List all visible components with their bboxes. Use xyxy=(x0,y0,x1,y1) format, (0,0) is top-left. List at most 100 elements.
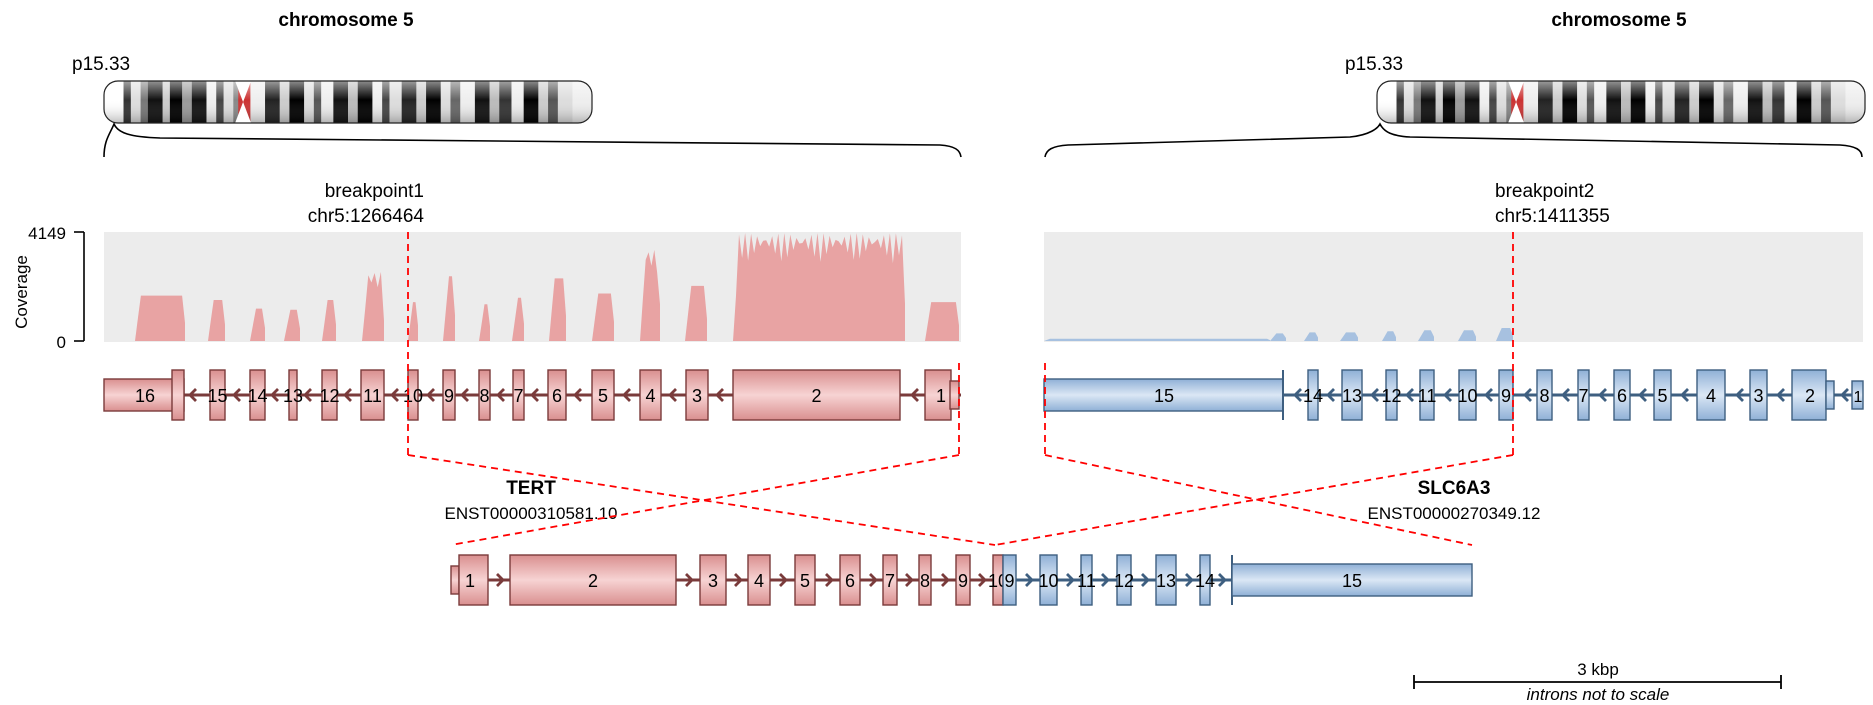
tert-exon-16 xyxy=(171,369,185,421)
right-chromosome-ideogram xyxy=(1376,80,1866,124)
fusion-tert-exon-1-label: 1 xyxy=(465,571,475,591)
tert-exon-2 xyxy=(732,369,901,421)
tert-exon-12-label: 12 xyxy=(319,386,339,406)
left-chromosome-ideogram xyxy=(103,80,593,124)
slc6a3-exon-11 xyxy=(1419,369,1435,421)
slc6a3-transcript-id: ENST00000270349.12 xyxy=(1368,504,1541,523)
fusion-tert-exon-4-label: 4 xyxy=(754,571,764,591)
tert-exon-14 xyxy=(249,369,266,421)
fusion-tert-exon-3-label: 3 xyxy=(708,571,718,591)
fusion-slc6a3-exon-9 xyxy=(1002,554,1017,606)
slc6a3-exon-10-label: 10 xyxy=(1457,386,1477,406)
slc6a3-exon-2 xyxy=(1791,369,1827,421)
slc6a3-exon-13-label: 13 xyxy=(1342,386,1362,406)
tert-transcript-id: ENST00000310581.10 xyxy=(445,504,618,523)
slc6a3-exon-4 xyxy=(1696,369,1726,421)
slc6a3-exon-2-label: 2 xyxy=(1805,386,1815,406)
coverage-axis-label: Coverage xyxy=(12,255,31,329)
right-chromosome-title: chromosome 5 xyxy=(1551,10,1687,31)
scale-note: introns not to scale xyxy=(1527,685,1670,704)
fusion-slc6a3-exon-12-label: 12 xyxy=(1114,571,1134,591)
fusion-slc6a3-exon-15-label: 15 xyxy=(1342,571,1362,591)
slc6a3-exon-15 xyxy=(1043,378,1284,412)
fusion-slc6a3-exon-10 xyxy=(1039,554,1058,606)
tert-exon-8-label: 8 xyxy=(479,386,489,406)
fusion-slc6a3-exon-14-label: 14 xyxy=(1195,571,1215,591)
slc6a3-exon-7 xyxy=(1577,369,1590,421)
tert-exon-6 xyxy=(547,369,567,421)
tert-exon-7-label: 7 xyxy=(513,386,523,406)
breakpoint1-position: chr5:1266464 xyxy=(308,206,425,227)
tert-exon-1-label: 1 xyxy=(936,386,946,406)
tert-exon-15-label: 15 xyxy=(207,386,227,406)
slc6a3-exon-6 xyxy=(1613,369,1631,421)
slc-right-diag xyxy=(1044,454,1473,546)
fusion-tert-exon-2 xyxy=(509,554,677,606)
fusion-tert-exon-6 xyxy=(839,554,861,606)
fusion-slc6a3-exon-11-label: 11 xyxy=(1077,571,1096,591)
fusion-tert-exon-2-label: 2 xyxy=(588,571,598,591)
tert-exon-10-label: 10 xyxy=(403,386,423,406)
right-coverage-panel xyxy=(1044,232,1863,342)
fusion-slc6a3-exon-12 xyxy=(1116,554,1132,606)
tert-gene-name: TERT xyxy=(506,478,556,499)
fusion-tert-exon-9 xyxy=(955,554,971,606)
fusion-tert-exon-8-label: 8 xyxy=(920,571,930,591)
fusion-tert-exon-5-label: 5 xyxy=(800,571,810,591)
fusion-tert-exon-6-label: 6 xyxy=(845,571,855,591)
tert-exon-5 xyxy=(591,369,615,421)
slc6a3-exon-1-label: 1 xyxy=(1854,389,1863,406)
slc6a3-exon-8-label: 8 xyxy=(1539,386,1549,406)
fusion-slc6a3-exon-14 xyxy=(1199,554,1211,606)
slc6a3-coverage-track xyxy=(1044,328,1513,341)
slc6a3-exon-5-label: 5 xyxy=(1657,386,1667,406)
breakpoint2-position: chr5:1411355 xyxy=(1495,206,1610,227)
tert-exon-4 xyxy=(639,369,662,421)
tert-exon-6-label: 6 xyxy=(552,386,562,406)
tert-exon-7 xyxy=(512,369,525,421)
tert-exon-11-label: 11 xyxy=(363,386,382,406)
slc6a3-exon-14-label: 14 xyxy=(1303,386,1323,406)
right-band-label: p15.33 xyxy=(1345,54,1403,75)
fusion-tert-exon-8 xyxy=(918,554,932,606)
slc6a3-exon-14 xyxy=(1307,369,1319,421)
slc-left-diag xyxy=(994,454,1514,546)
slc6a3-exon-12 xyxy=(1385,369,1398,421)
left-chromosome-title: chromosome 5 xyxy=(278,10,414,31)
tert-exon-4-label: 4 xyxy=(645,386,655,406)
tert-exon-15 xyxy=(209,369,226,421)
slc6a3-exon-6-label: 6 xyxy=(1617,386,1627,406)
coverage-ymax: 4149 xyxy=(28,224,66,243)
slc6a3-exon-7-label: 7 xyxy=(1578,386,1588,406)
coverage-axis: 4149 0 Coverage xyxy=(12,224,85,352)
slc6a3-gene-name: SLC6A3 xyxy=(1418,478,1491,499)
slc6a3-exon-10 xyxy=(1458,369,1477,421)
slc6a3-exon-5 xyxy=(1653,369,1672,421)
fusion-slc6a3-exon-15 xyxy=(1231,563,1473,597)
fusion-tert-exon-7 xyxy=(882,554,898,606)
slc6a3-exon-1 xyxy=(1851,380,1864,410)
fusion-slc6a3-exon-10-label: 10 xyxy=(1038,571,1058,591)
slc6a3-exon-4-label: 4 xyxy=(1706,386,1716,406)
tert-exon-5-label: 5 xyxy=(598,386,608,406)
slc6a3-exon-9-label: 9 xyxy=(1501,386,1511,406)
fusion-tert-exon-1 xyxy=(458,554,489,606)
tert-exon-13-label: 13 xyxy=(283,386,303,406)
left-band-label: p15.33 xyxy=(72,54,130,75)
tert-exon-14-label: 14 xyxy=(247,386,267,406)
fusion-tert-exon-4 xyxy=(747,554,771,606)
slc6a3-exon-15-label: 15 xyxy=(1154,386,1174,406)
tert-exon-3-label: 3 xyxy=(692,386,702,406)
left-zoom-brace xyxy=(103,121,962,158)
tert-exon-16-label: 16 xyxy=(135,386,155,406)
fusion-slc6a3-exon-13-label: 13 xyxy=(1156,571,1176,591)
fusion-tert-exon-9-label: 9 xyxy=(958,571,968,591)
tert-exon-2-label: 2 xyxy=(811,386,821,406)
fusion-tert-exon-7-label: 7 xyxy=(885,571,895,591)
coverage-ymin: 0 xyxy=(57,333,66,352)
slc6a3-exon-3-label: 3 xyxy=(1753,386,1763,406)
